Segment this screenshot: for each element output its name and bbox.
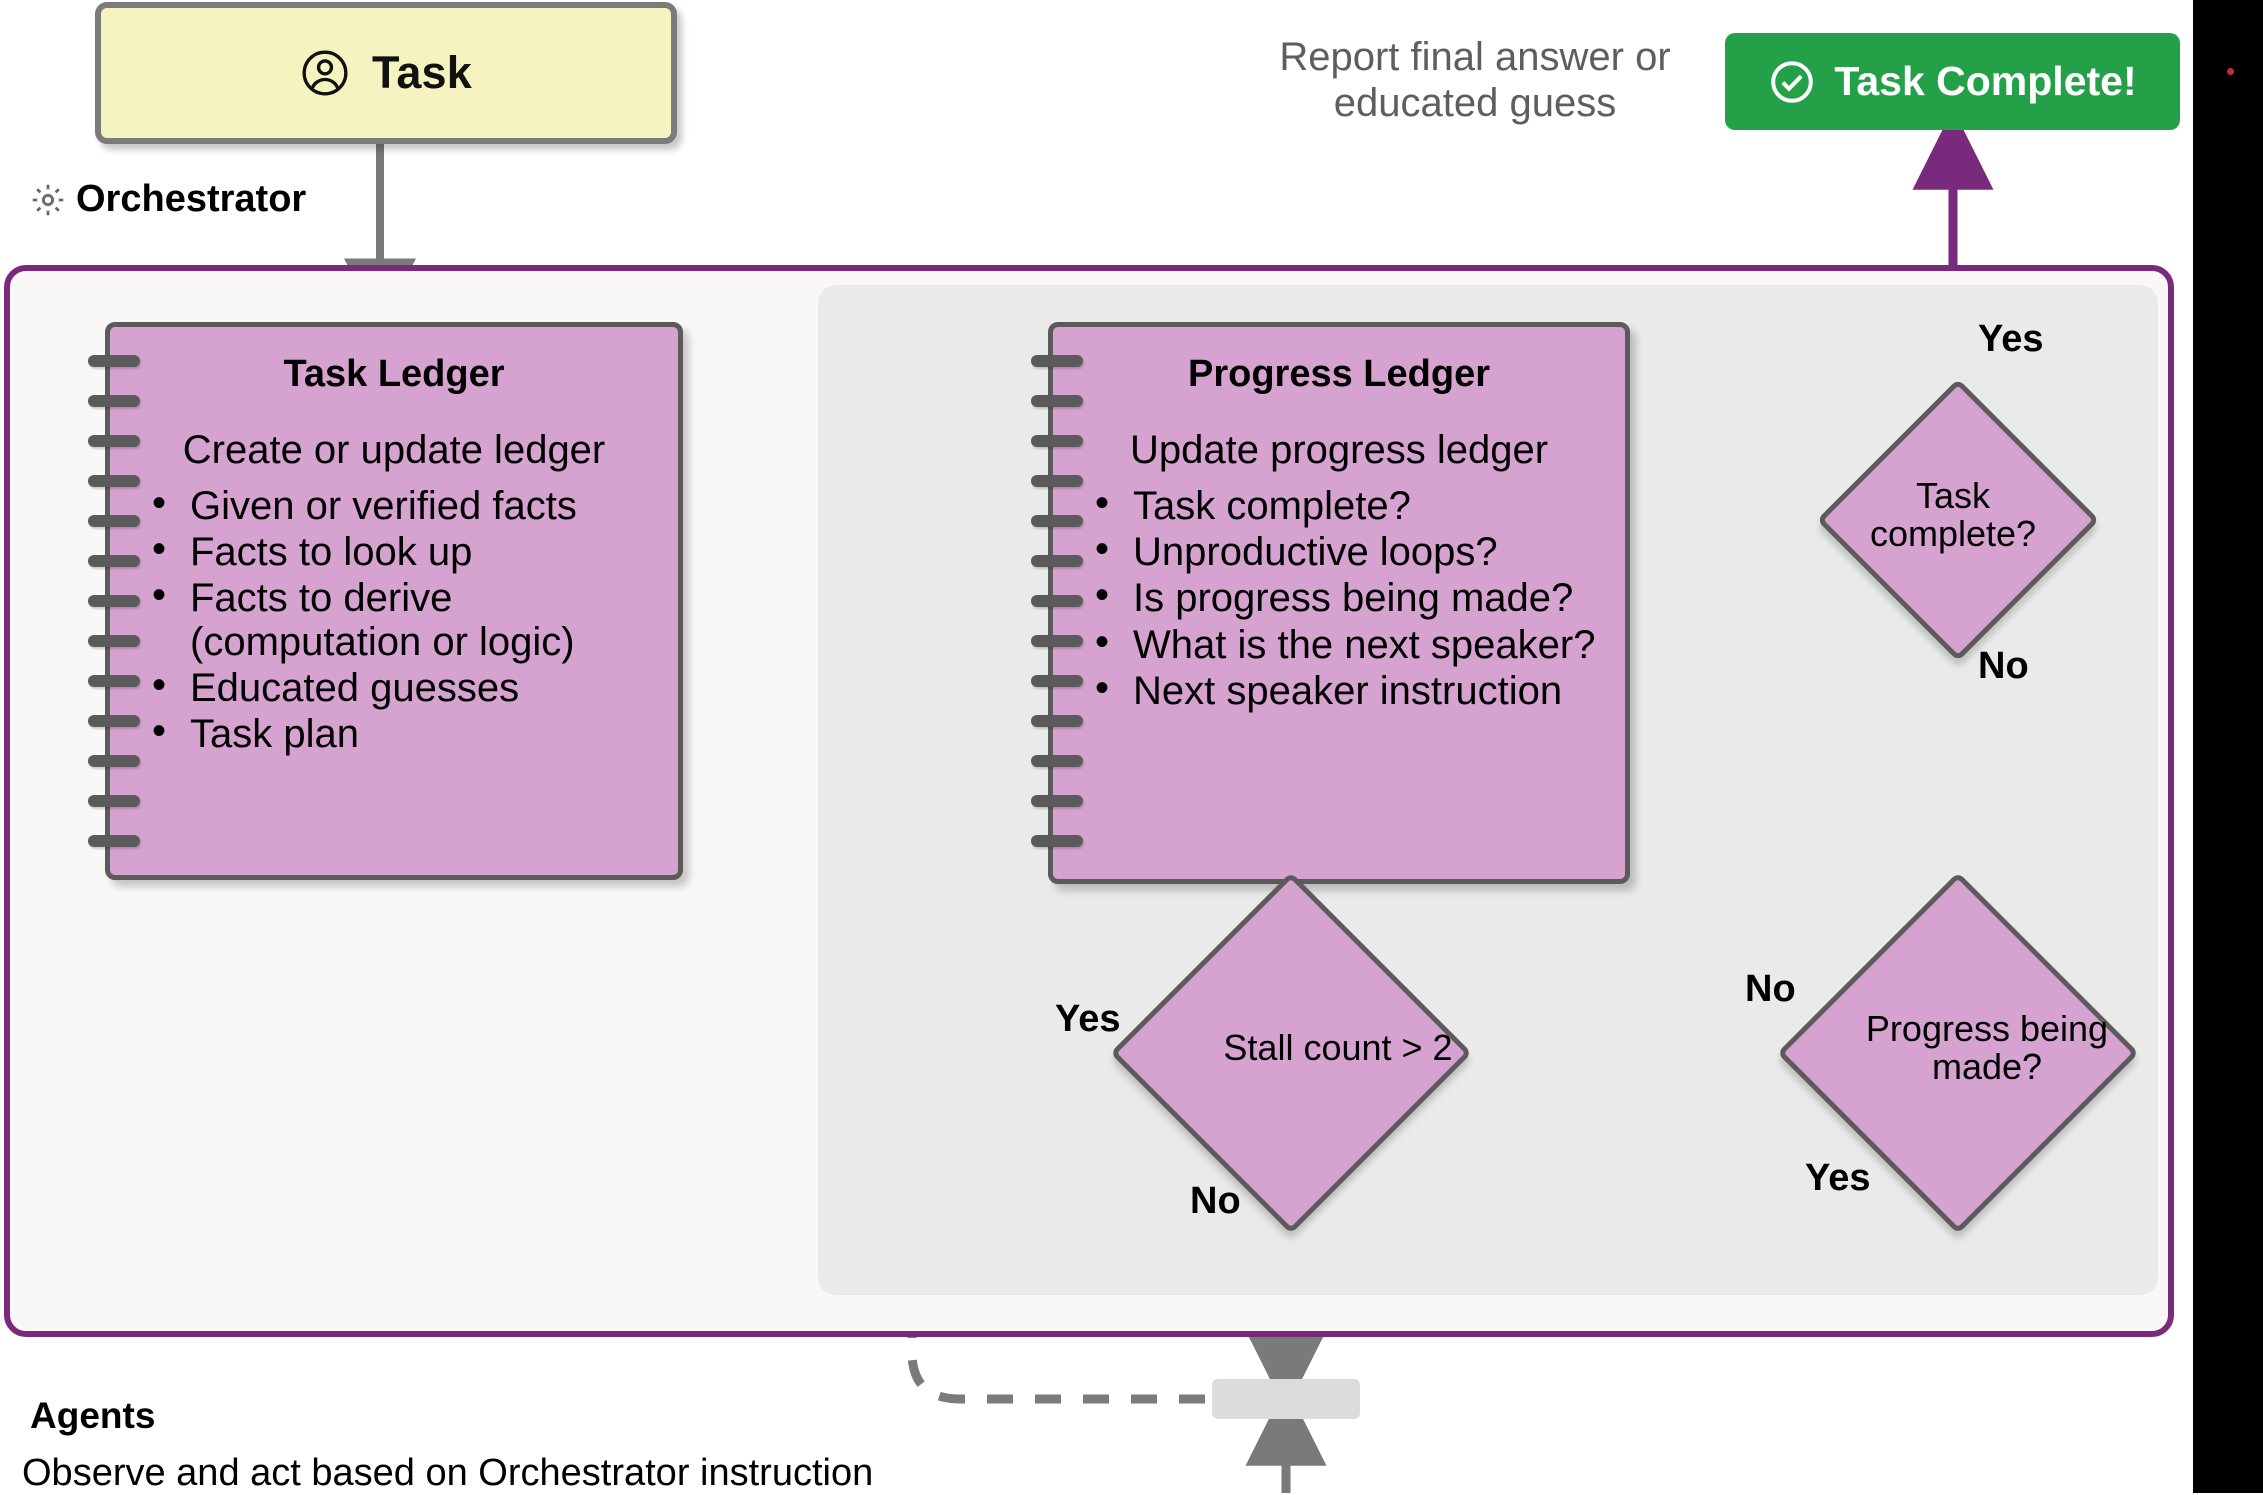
gear-icon [30, 182, 66, 218]
edge-label-progress-made-no: No [1745, 968, 1796, 1010]
edge-label-stall-count-yes: Yes [1055, 998, 1121, 1040]
right-gutter [2193, 0, 2263, 1493]
progress-ledger-card[interactable]: Progress Ledger Update progress ledger T… [1031, 322, 1630, 884]
list-item: Task plan [144, 710, 660, 756]
task-ledger-title: Task Ledger [283, 353, 505, 395]
task-complete-badge[interactable]: Task Complete! [1725, 33, 2180, 130]
list-item: Educated guesses [144, 664, 660, 710]
user-circle-icon [300, 48, 350, 98]
check-circle-icon [1768, 58, 1816, 106]
list-item: Unproductive loops? [1087, 528, 1607, 574]
list-item: Facts to look up [144, 528, 660, 574]
list-item: Given or verified facts [144, 482, 660, 528]
edge-label-task-complete-no: No [1978, 645, 2029, 687]
task-card[interactable]: Task [95, 2, 677, 144]
list-item: Is progress being made? [1087, 574, 1607, 620]
decision-progress-made[interactable]: Progress being made? [1776, 871, 2140, 1235]
decision-task-complete-label: Task complete? [1869, 475, 2037, 554]
agents-title: Agents [30, 1395, 156, 1436]
progress-ledger-subtitle: Update progress ledger [1129, 428, 1549, 472]
decision-stall-count[interactable]: Stall count > 2 [1109, 871, 1473, 1235]
task-card-label: Task [371, 47, 473, 98]
spiral-binding-rings [1031, 355, 1083, 851]
task-ledger-list: Given or verified facts Facts to look up… [110, 482, 678, 756]
edge-label-task-complete-yes: Yes [1978, 318, 2044, 360]
list-item: Facts to derive (computation or logic) [144, 574, 660, 663]
decision-stall-count-label: Stall count > 2 [1223, 1027, 1453, 1069]
agent-bar[interactable] [1212, 1379, 1360, 1419]
agents-subtitle: Observe and act based on Orchestrator in… [22, 1452, 874, 1494]
progress-ledger-list: Task complete? Unproductive loops? Is pr… [1053, 482, 1625, 713]
orchestrator-label-text: Orchestrator [76, 178, 307, 220]
list-item: What is the next speaker? [1087, 621, 1607, 667]
report-final-answer-text: Report final answer or educated guess [1279, 35, 1671, 125]
task-complete-label: Task Complete! [1834, 58, 2137, 104]
gutter-dot-icon [2227, 68, 2234, 75]
decision-task-complete[interactable]: Task complete? [1816, 378, 2100, 662]
progress-ledger-title: Progress Ledger [1188, 353, 1490, 395]
list-item: Next speaker instruction [1087, 667, 1607, 713]
task-ledger-card[interactable]: Task Ledger Create or update ledger Give… [88, 322, 683, 880]
list-item: Task complete? [1087, 482, 1607, 528]
spiral-binding-rings [88, 355, 140, 847]
task-ledger-subtitle: Create or update ledger [182, 428, 606, 472]
edge-label-stall-count-no: No [1190, 1180, 1241, 1222]
decision-progress-made-label: Progress being made? [1865, 1008, 2109, 1087]
orchestrator-label: Orchestrator [30, 178, 306, 221]
edge-label-progress-made-yes: Yes [1805, 1157, 1871, 1199]
